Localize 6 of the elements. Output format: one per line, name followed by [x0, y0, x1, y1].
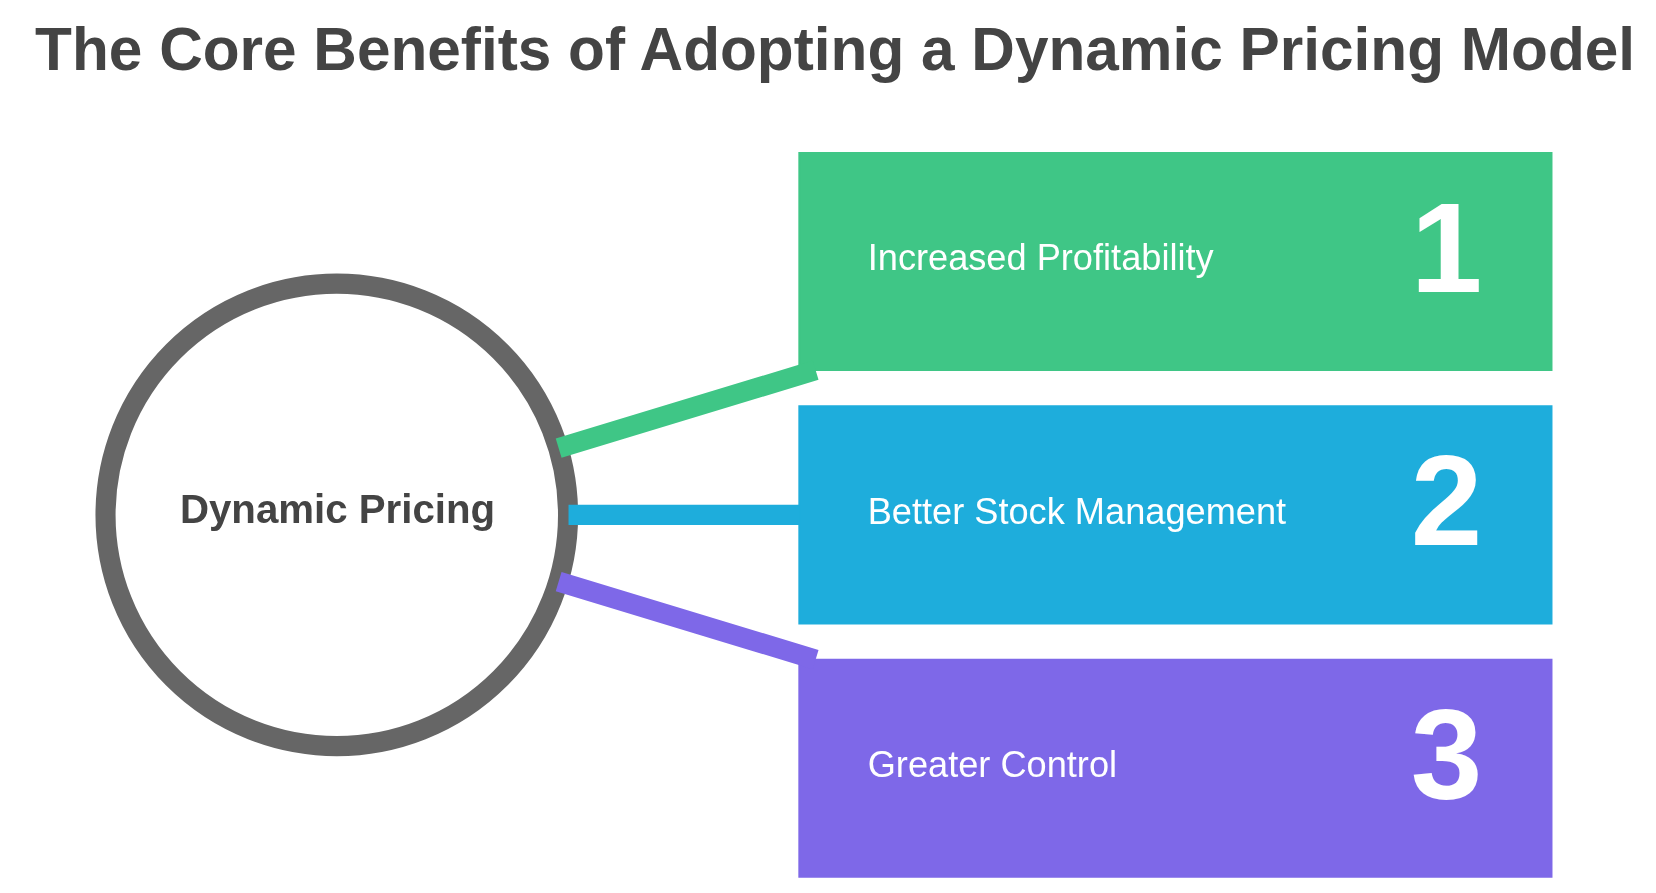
node-box: Increased Profitability 1	[797, 151, 1552, 372]
node-circle: Dynamic Pricing	[94, 273, 578, 757]
node-box: Better Stock Management 2	[797, 405, 1552, 625]
diagram-title: The Core Benefits of Adopting a Dynamic Pricing Model	[34, 15, 1635, 84]
node-box: Greater Control 3	[797, 658, 1552, 878]
connector	[568, 504, 799, 525]
